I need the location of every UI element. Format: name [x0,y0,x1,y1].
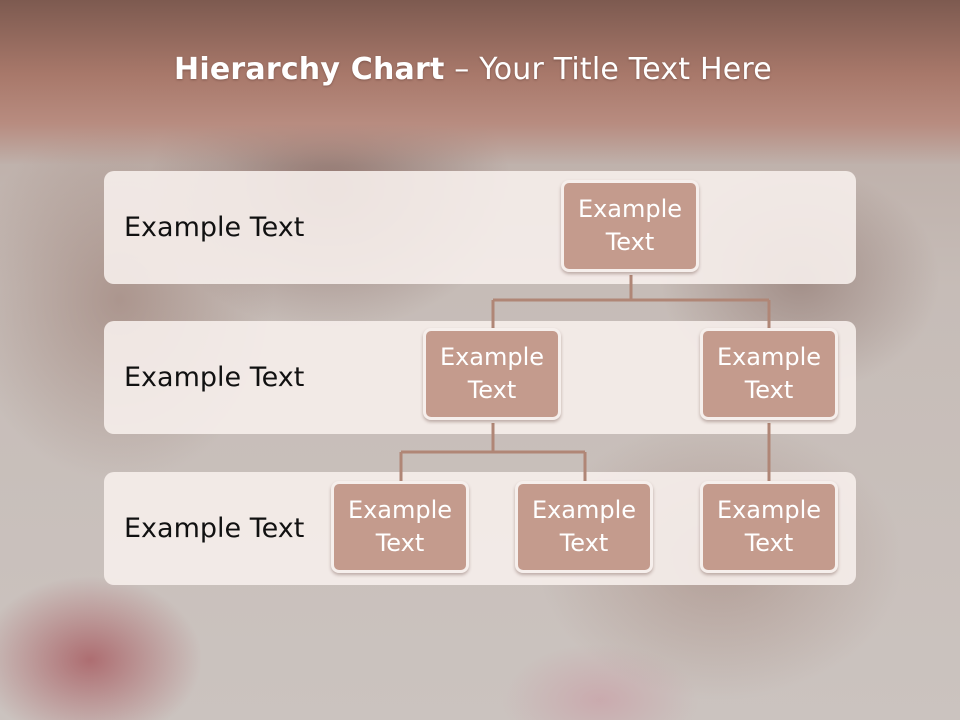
node-level3-c-label: Example Text [716,496,822,557]
slide-title: Hierarchy Chart – Your Title Text Here [0,52,946,87]
node-level2-left-label: Example Text [439,343,545,404]
connector-left-to-level3 [399,423,587,481]
node-level3-a[interactable]: Example Text [331,481,469,573]
title-bold-part: Hierarchy Chart [174,52,445,87]
node-level3-b[interactable]: Example Text [515,481,653,573]
connector-root-to-level2 [491,275,771,328]
node-level2-right[interactable]: Example Text [700,328,838,420]
level-row-1: Example Text [104,171,856,284]
row-label-2: Example Text [124,362,305,393]
node-level3-c[interactable]: Example Text [700,481,838,573]
node-level2-right-label: Example Text [716,343,822,404]
node-root[interactable]: Example Text [561,180,699,272]
node-level3-a-label: Example Text [347,496,453,557]
header-band [0,0,960,165]
node-root-label: Example Text [577,195,683,256]
row-label-1: Example Text [124,212,305,243]
node-level3-b-label: Example Text [531,496,637,557]
title-rest-part: – Your Title Text Here [444,52,772,87]
node-level2-left[interactable]: Example Text [423,328,561,420]
row-label-3: Example Text [124,513,305,544]
